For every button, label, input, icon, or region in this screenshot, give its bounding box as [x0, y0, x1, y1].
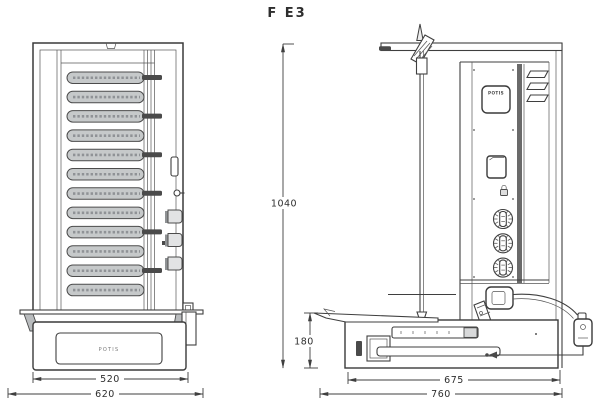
dim-label-675: 675: [444, 375, 464, 386]
drawer-front-panel: [55, 332, 163, 365]
control-knob: [492, 208, 514, 230]
power-connector: [485, 286, 578, 319]
base-screw: [535, 333, 537, 335]
dim-label-760: 760: [431, 389, 451, 400]
cord-end-dot: [485, 353, 489, 357]
vent-louver: [526, 70, 549, 79]
dim-label-620: 620: [95, 389, 115, 400]
side-base: [313, 308, 559, 369]
side-slot: [170, 156, 179, 177]
dimension-520: 520: [32, 372, 189, 385]
heating-element-terminal-rod: [142, 113, 162, 119]
spit-top-spike: [416, 23, 424, 41]
side-view: POTIS: [268, 23, 593, 400]
dimension-675: 675: [347, 370, 561, 386]
catch-tray: [313, 312, 439, 323]
heating-element: [66, 90, 145, 104]
side-switch-tab: [165, 209, 183, 224]
heating-element: [66, 225, 145, 239]
side-dot: [162, 241, 166, 245]
dimension-1040: 1040: [268, 43, 300, 369]
heating-element-terminal-rod: [142, 75, 162, 80]
power-cable-lower: [512, 298, 574, 319]
top-notch: [105, 42, 117, 49]
side-small-knob: [173, 189, 181, 197]
vent-louver: [526, 82, 549, 91]
dim-label-520: 520: [100, 374, 120, 385]
spit-holder: [415, 57, 428, 75]
dimension-620: 620: [7, 388, 204, 400]
heating-element: [66, 283, 145, 297]
side-switch-tab: [165, 256, 183, 271]
spit-rod: [388, 51, 456, 328]
dim-label-180: 180: [294, 337, 314, 348]
heating-element-terminal-rod: [142, 190, 162, 196]
inspection-window: [486, 155, 507, 179]
heating-element-terminal-rod: [142, 152, 162, 158]
drawer-brand-label: POTIS: [99, 347, 120, 353]
slide-rail: [391, 326, 479, 339]
heating-element: [66, 148, 145, 162]
panel-dark-strip: [517, 64, 522, 283]
arm-end-cap: [379, 46, 391, 51]
control-knob: [492, 257, 514, 278]
power-plug: [485, 312, 593, 359]
heating-element: [66, 245, 145, 258]
plug-cord: [497, 346, 584, 356]
rail-end-cap: [463, 327, 478, 338]
heating-element-terminal-rod: [142, 229, 162, 235]
front-view: POTIS 520 620: [7, 42, 204, 400]
front-base: POTIS: [19, 309, 204, 371]
rail-marks: [400, 331, 450, 334]
heating-element: [66, 110, 145, 123]
heating-element: [66, 168, 145, 181]
panel-screws: [473, 69, 514, 278]
heating-element: [66, 71, 145, 84]
tray-tab: [323, 308, 336, 317]
heating-element-terminal-rod: [142, 268, 162, 273]
padlock-icon: [500, 184, 508, 196]
dimension-760: 760: [319, 388, 563, 400]
potis-badge: [481, 85, 511, 114]
vent-louver: [526, 94, 549, 103]
heating-element: [66, 129, 145, 142]
power-cable-upper: [512, 293, 578, 316]
top-arm: [379, 23, 563, 65]
lower-slide-bar: [376, 346, 501, 357]
base-slot: [356, 341, 362, 356]
front-side-controls: [162, 156, 194, 314]
dim-label-1040: 1040: [271, 199, 297, 210]
heating-element: [66, 187, 145, 200]
base-flare-plate: [19, 309, 204, 315]
back-panel: [555, 43, 563, 368]
control-knob: [492, 233, 514, 254]
heating-element: [66, 206, 145, 220]
heating-element: [66, 264, 145, 277]
control-column: POTIS: [459, 61, 550, 320]
side-switch-tab: [165, 233, 183, 247]
panel-brand-label: POTIS: [488, 91, 504, 96]
page-title: F E3: [267, 6, 306, 21]
dimension-180: 180: [291, 312, 318, 369]
cord-arrow: [488, 351, 497, 359]
